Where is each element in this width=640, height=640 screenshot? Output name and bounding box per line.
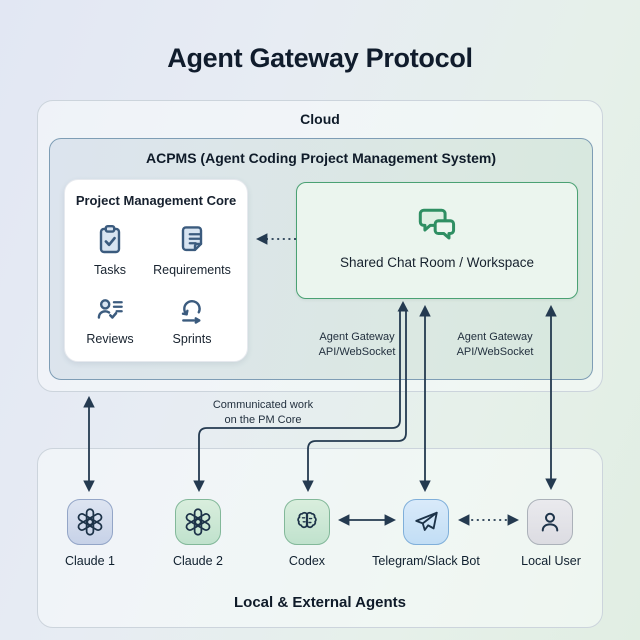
acpms-label: ACPMS (Agent Coding Project Management S…: [145, 150, 497, 166]
reviews-icon: [92, 293, 128, 329]
reviews-label: Reviews: [86, 332, 134, 346]
agent-label-telegram-slack-bot: Telegram/Slack Bot: [372, 554, 480, 568]
agents-box-label: Local & External Agents: [234, 594, 406, 611]
agent-label-codex: Codex: [288, 554, 326, 568]
gateway-label-right-line2: API/WebSocket: [456, 345, 534, 358]
brain-icon: [292, 507, 322, 537]
openai-logo-icon: [75, 507, 105, 537]
communicated-work-line1: Communicated work: [212, 399, 314, 411]
communicated-work-label: Communicated work on the PM Core: [213, 398, 313, 427]
agent-label-claude-2: Claude 2: [172, 554, 224, 568]
user-icon: [535, 507, 565, 537]
agent-tile-local-user: [527, 499, 573, 545]
communicated-work-line2: on the PM Core: [224, 413, 302, 426]
gateway-label-right-line1: Agent Gateway: [457, 331, 533, 343]
tasks-icon: [92, 222, 128, 258]
telegram-icon: [411, 507, 441, 537]
chat-room-box: [296, 182, 578, 299]
sprints-icon: [174, 293, 210, 329]
agent-label-local-user: Local User: [521, 554, 581, 568]
cloud-label: Cloud: [300, 111, 340, 127]
openai-logo-icon: [183, 507, 213, 537]
page-title: Agent Gateway Protocol: [167, 43, 473, 73]
agent-label-claude-1: Claude 1: [64, 554, 116, 568]
gateway-label-left: Agent Gateway API/WebSocket: [319, 330, 396, 359]
requirements-label: Requirements: [153, 263, 231, 277]
agent-tile-claude-1: [67, 499, 113, 545]
pm-core-title: Project Management Core: [75, 193, 237, 208]
gateway-label-left-line1: Agent Gateway: [319, 331, 395, 343]
requirements-icon: [174, 222, 210, 258]
agent-tile-telegram-slack-bot: [403, 499, 449, 545]
gateway-label-right: Agent Gateway API/WebSocket: [457, 330, 534, 359]
gateway-label-left-line2: API/WebSocket: [318, 345, 396, 358]
agent-tile-codex: [284, 499, 330, 545]
chat-room-label: Shared Chat Room / Workspace: [339, 255, 535, 270]
sprints-label: Sprints: [172, 332, 212, 346]
agent-tile-claude-2: [175, 499, 221, 545]
tasks-label: Tasks: [94, 263, 126, 277]
chat-bubbles-icon: [415, 204, 461, 244]
